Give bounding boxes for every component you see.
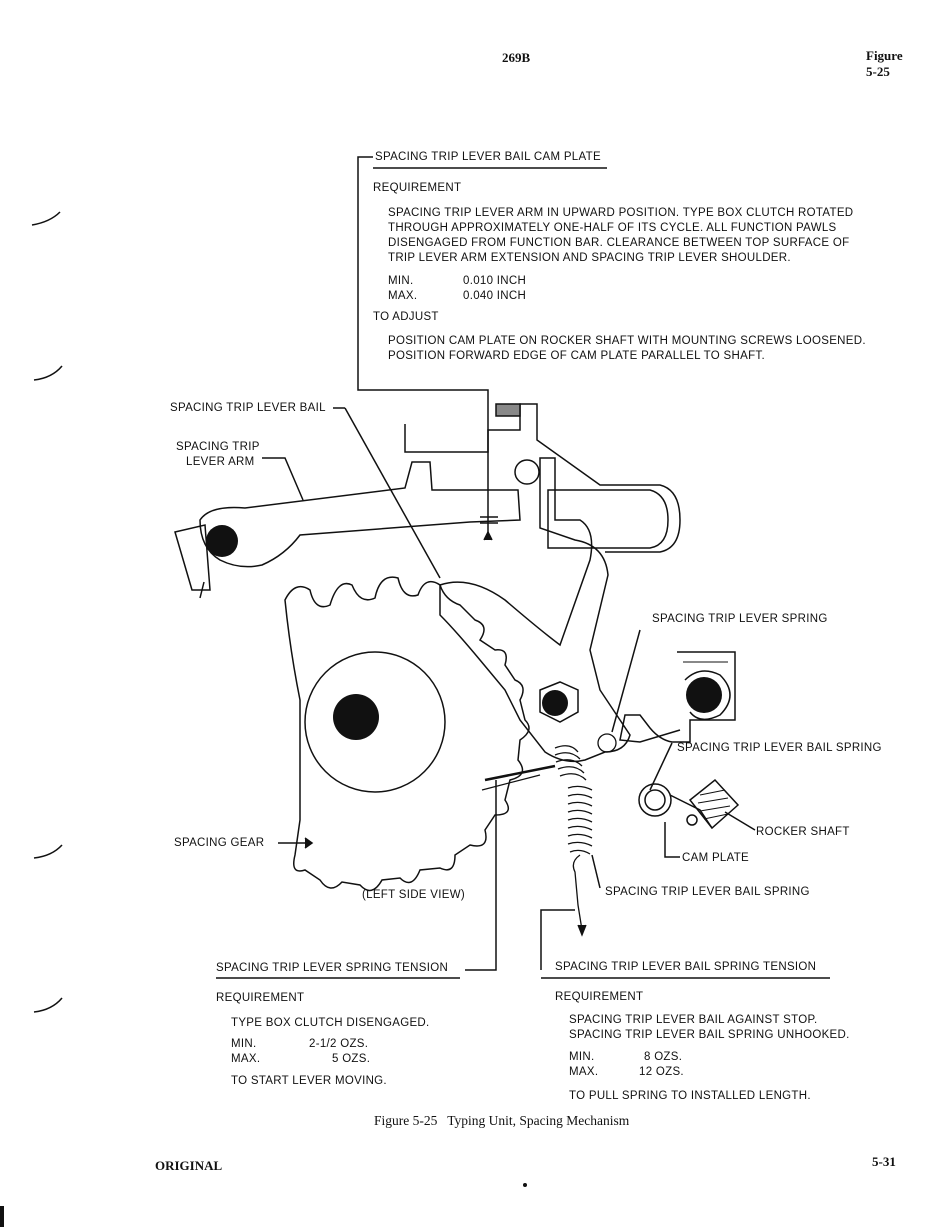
pivot-nut: [539, 681, 579, 723]
leader-bail-spring-lower: [591, 854, 601, 889]
cam-plate-max-row: MAX. 0.040 INCH: [388, 289, 526, 304]
bail-spring-condition: SPACING TRIP LEVER BAIL AGAINST STOP. SP…: [569, 1013, 850, 1043]
cam-plate-title: SPACING TRIP LEVER BAIL CAM PLATE: [375, 151, 601, 163]
text-line: THROUGH APPROXIMATELY ONE-HALF OF ITS CY…: [388, 222, 837, 234]
lever-spring-condition: TYPE BOX CLUTCH DISENGAGED.: [231, 1017, 430, 1029]
cam-plate-requirement-heading: REQUIREMENT: [373, 182, 462, 194]
max-value: 5 OZS.: [332, 1053, 371, 1065]
text-line: SPACING TRIP LEVER BAIL SPRING UNHOOKED.: [569, 1029, 850, 1041]
lever-spring-note: TO START LEVER MOVING.: [231, 1075, 387, 1087]
max-label: MAX.: [388, 290, 418, 302]
bail-spring-min-row: MIN. 8 OZS.: [569, 1050, 682, 1065]
margin-mark: [33, 997, 63, 1013]
bail-spring: [567, 785, 593, 937]
leader-bail-spring-upper: [649, 742, 673, 791]
trip-lever-arm: [199, 461, 521, 568]
text-line: SPACING TRIP LEVER BAIL AGAINST STOP.: [569, 1014, 818, 1026]
margin-bar: [0, 1206, 4, 1227]
lever-spring-min-row: MIN. 2-1/2 OZS.: [231, 1037, 368, 1052]
label-view: (LEFT SIDE VIEW): [362, 889, 465, 901]
min-value: 2-1/2 OZS.: [309, 1038, 369, 1050]
label-spacing-gear: SPACING GEAR: [174, 837, 265, 849]
figure-number: 5-25: [866, 64, 890, 79]
label-bail: SPACING TRIP LEVER BAIL: [170, 402, 326, 414]
cam-plate-min-row: MIN. 0.010 INCH: [388, 274, 526, 289]
label-cam-plate: CAM PLATE: [682, 852, 750, 864]
figure-caption: Figure 5-25 Typing Unit, Spacing Mechani…: [374, 1113, 630, 1128]
lever-spring-title: SPACING TRIP LEVER SPRING TENSION: [216, 962, 449, 974]
text-line: POSITION CAM PLATE ON ROCKER SHAFT WITH …: [388, 335, 866, 347]
max-label: MAX.: [231, 1053, 261, 1065]
label-rocker-shaft: ROCKER SHAFT: [756, 826, 850, 838]
cam-plate-assembly: [619, 651, 736, 743]
footer-left: ORIGINAL: [155, 1158, 223, 1173]
min-value: 8 OZS.: [644, 1051, 683, 1063]
max-value: 12 OZS.: [639, 1066, 684, 1078]
margin-mark: [33, 844, 63, 859]
text-line: TRIP LEVER ARM EXTENSION AND SPACING TRI…: [388, 252, 791, 264]
cam-plate-adjust-heading: TO ADJUST: [373, 311, 439, 323]
label-arm-1: SPACING TRIP: [176, 441, 260, 453]
text-line: POSITION FORWARD EDGE OF CAM PLATE PARAL…: [388, 350, 765, 362]
leader-lever-spring: [611, 629, 641, 733]
bail-spring-title: SPACING TRIP LEVER BAIL SPRING TENSION: [555, 961, 817, 973]
label-lever-spring: SPACING TRIP LEVER SPRING: [652, 613, 828, 625]
lever-spring: [554, 733, 617, 781]
max-label: MAX.: [569, 1066, 599, 1078]
label-bail-spring-lower: SPACING TRIP LEVER BAIL SPRING: [605, 886, 810, 898]
min-label: MIN.: [569, 1051, 595, 1063]
text-line: SPACING TRIP LEVER ARM IN UPWARD POSITIO…: [388, 207, 854, 219]
footer-right: 5-31: [872, 1154, 896, 1169]
stop-bracket: [404, 403, 681, 553]
spacing-gear: [284, 576, 530, 892]
bail-spring-max-row: MAX. 12 OZS.: [569, 1065, 684, 1080]
bail-spring-requirement-heading: REQUIREMENT: [555, 991, 644, 1003]
margin-mark: [31, 211, 61, 226]
text-line: DISENGAGED FROM FUNCTION BAR. CLEARANCE …: [388, 237, 850, 249]
gear-hub: [304, 651, 446, 793]
max-value: 0.040 INCH: [463, 290, 527, 302]
doc-number: 269B: [502, 50, 531, 65]
lever-spring-requirement-heading: REQUIREMENT: [216, 992, 305, 1004]
min-label: MIN.: [388, 275, 414, 287]
margin-mark: [33, 365, 63, 381]
bail-lever: [439, 457, 631, 763]
min-label: MIN.: [231, 1038, 257, 1050]
cam-plate-adjust-text: POSITION CAM PLATE ON ROCKER SHAFT WITH …: [388, 334, 866, 364]
figure-label: Figure: [866, 48, 903, 63]
cam-plate-requirement-text: SPACING TRIP LEVER ARM IN UPWARD POSITIO…: [388, 206, 853, 266]
min-value: 0.010 INCH: [463, 275, 527, 287]
lever-spring-max-row: MAX. 5 OZS.: [231, 1052, 370, 1067]
bail-spring-note: TO PULL SPRING TO INSTALLED LENGTH.: [569, 1090, 811, 1102]
label-arm-2: LEVER ARM: [186, 456, 255, 468]
label-bail-spring-upper: SPACING TRIP LEVER BAIL SPRING: [677, 742, 882, 754]
